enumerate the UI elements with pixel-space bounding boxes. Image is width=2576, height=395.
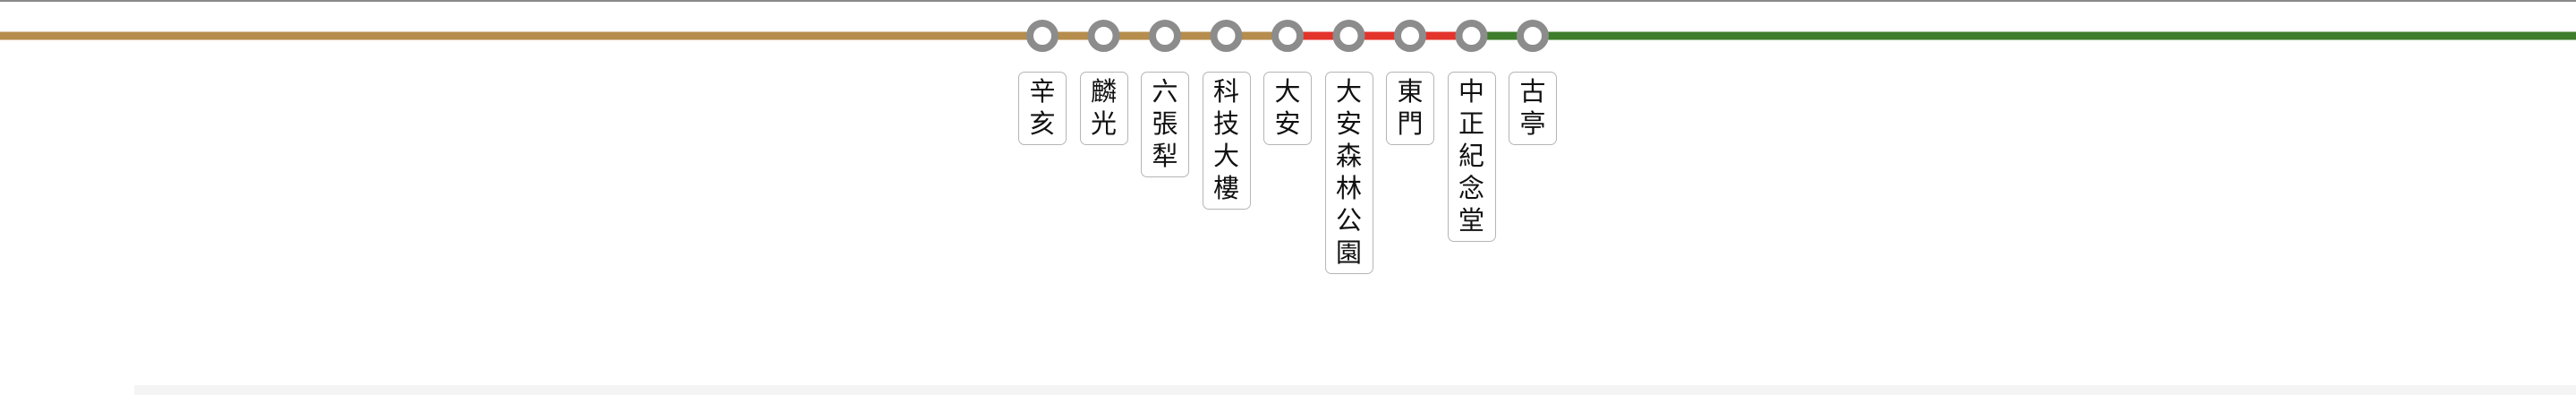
station-markers (1026, 20, 1549, 52)
station-label-daan-park[interactable]: 大安森林公園 (1324, 72, 1373, 274)
station-label-dongmen[interactable]: 東門 (1386, 72, 1434, 145)
station-marker-liuzhangli[interactable] (1149, 20, 1181, 52)
line-segment-9 (1533, 31, 2576, 40)
station-marker-daan-park[interactable] (1332, 20, 1365, 52)
station-label-guting[interactable]: 古亭 (1509, 72, 1557, 145)
line-segment-6 (1348, 31, 1410, 40)
top-border-divider (0, 0, 2576, 2)
line-segments (0, 31, 2576, 40)
station-marker-dongmen[interactable] (1394, 20, 1426, 52)
station-label-xinhai[interactable]: 辛亥 (1018, 72, 1067, 145)
station-marker-cks-memorial-hall[interactable] (1455, 20, 1488, 52)
line-segment-7 (1410, 31, 1472, 40)
station-marker-linguang[interactable] (1087, 20, 1120, 52)
line-segment-4 (1226, 31, 1288, 40)
station-label-linguang[interactable]: 麟光 (1079, 72, 1128, 145)
station-marker-technology-building[interactable] (1210, 20, 1243, 52)
station-marker-xinhai[interactable] (1026, 20, 1058, 52)
line-segment-2 (1103, 31, 1165, 40)
station-marker-guting[interactable] (1517, 20, 1549, 52)
line-segment-0 (0, 31, 1042, 40)
station-label-liuzhangli[interactable]: 六張犁 (1141, 72, 1189, 177)
line-segment-5 (1288, 31, 1349, 40)
station-marker-daan[interactable] (1271, 20, 1304, 52)
station-label-daan[interactable]: 大安 (1263, 72, 1312, 145)
line-segment-1 (1042, 31, 1104, 40)
line-segment-8 (1471, 31, 1533, 40)
line-segment-3 (1165, 31, 1227, 40)
bottom-shade-divider (134, 385, 2576, 395)
station-label-cks-memorial-hall[interactable]: 中正紀念堂 (1447, 72, 1496, 242)
station-label-technology-building[interactable]: 科技大樓 (1202, 72, 1251, 210)
